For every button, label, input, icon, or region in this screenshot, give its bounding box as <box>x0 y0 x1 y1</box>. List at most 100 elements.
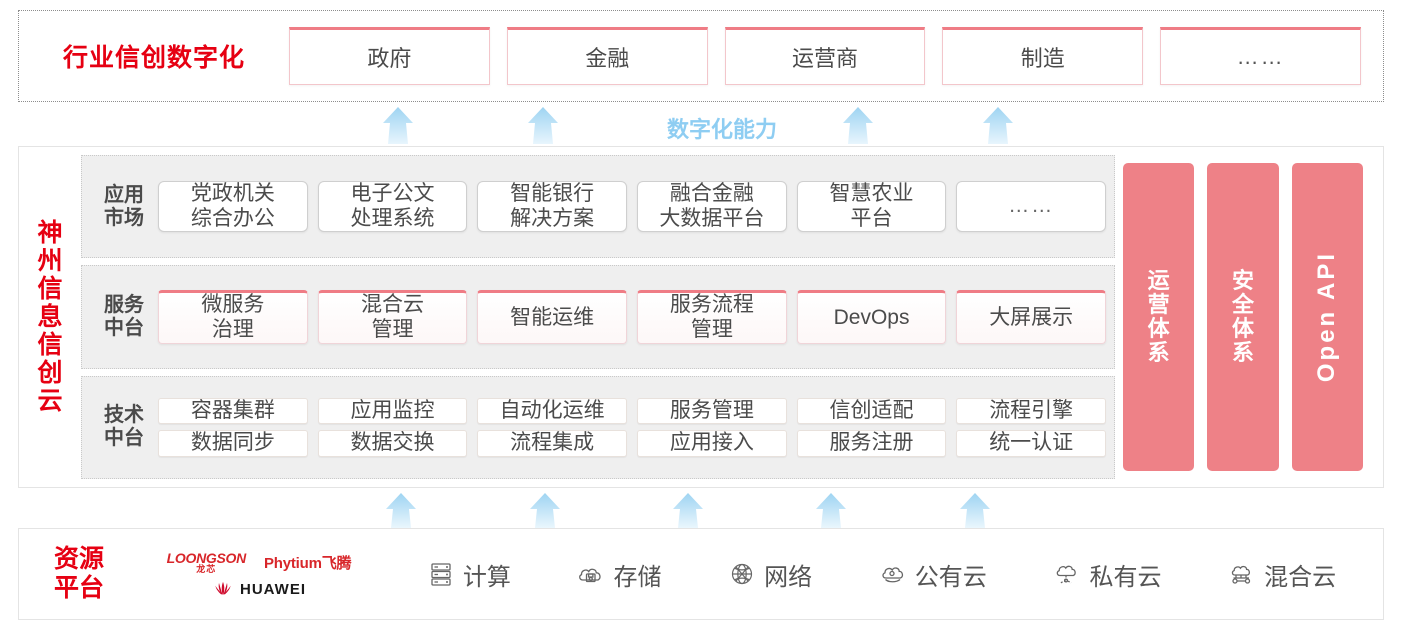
tech-card-row-1: 容器集群 应用监控 自动化运维 服务管理 信创适配 流程引擎 <box>158 397 1107 425</box>
network-globe-icon <box>727 559 757 589</box>
tech-card-row-2: 数据同步 数据交换 流程集成 应用接入 服务注册 统一认证 <box>158 430 1107 458</box>
band-service-platform: 服务 中台 微服务 治理 混合云 管 <box>81 265 1115 369</box>
cloud-title-char: 息 <box>37 303 63 331</box>
up-arrow-icon <box>375 106 421 144</box>
hybrid-cloud-icon <box>1227 559 1257 589</box>
tech-card-app-access[interactable]: 应用接入 <box>637 430 787 458</box>
resource-item-compute[interactable]: 计算 <box>426 557 511 592</box>
tech-card-process-integration[interactable]: 流程集成 <box>477 430 628 458</box>
up-arrow-icon <box>975 106 1021 144</box>
app-card-government-office[interactable]: 党政机关 综合办公 <box>158 180 308 233</box>
phytium-logo: Phytium飞腾 <box>263 554 352 572</box>
up-arrow-icon <box>665 490 711 528</box>
private-cloud-icon <box>1052 559 1082 589</box>
tech-card-xinchuang-adaptation[interactable]: 信创适配 <box>796 397 947 425</box>
cloud-title-char: 创 <box>37 359 63 387</box>
pillar-operations-system[interactable]: 运 营 体 系 <box>1123 163 1195 471</box>
up-arrow-icon <box>522 490 568 528</box>
huawei-logo: HUAWEI <box>212 581 306 598</box>
band-technology-platform: 技术 中台 容器集群 应用监控 自动化运维 服务管理 信创适配 流程引擎 <box>81 375 1115 479</box>
technology-platform-cards: 容器集群 应用监控 自动化运维 服务管理 信创适配 流程引擎 数据同步 数据交换… <box>158 397 1107 458</box>
industry-card-telecom[interactable]: 运营商 <box>724 27 926 85</box>
industry-card-more[interactable]: …… <box>1160 27 1361 85</box>
resource-item-list: 计算 存储 <box>379 557 1383 592</box>
resource-item-label: 网络 <box>764 563 813 591</box>
industry-band: 行业信创数字化 政府 金融 运营商 制造 …… <box>18 10 1384 102</box>
band-label-application-market: 应用 市场 <box>104 183 144 229</box>
svc-card-bigscreen-display[interactable]: 大屏展示 <box>956 290 1107 344</box>
pillar-open-api-label: Open API <box>1313 251 1341 383</box>
industry-band-title: 行业信创数字化 <box>62 44 245 72</box>
svc-card-hybrid-cloud-mgmt[interactable]: 混合云 管理 <box>317 290 468 344</box>
tech-card-process-engine[interactable]: 流程引擎 <box>956 397 1107 425</box>
server-rack-icon <box>426 559 456 589</box>
cloud-title-char: 云 <box>37 387 63 415</box>
up-arrow-icon <box>808 490 854 528</box>
cloud-platform-panel: 神 州 信 息 信 创 云 应用 市场 党政机关 <box>18 146 1384 488</box>
app-card-smart-bank[interactable]: 智能银行 解决方案 <box>477 180 628 233</box>
resource-item-label: 私有云 <box>1089 563 1162 591</box>
svc-card-service-process-mgmt[interactable]: 服务流程 管理 <box>637 290 787 344</box>
upward-arrows-resource <box>0 488 1402 528</box>
cross-cutting-pillars: 运 营 体 系 安 全 体 系 Open API <box>1115 155 1373 479</box>
svc-card-smart-ops[interactable]: 智能运维 <box>477 290 628 344</box>
app-card-more[interactable]: …… <box>956 180 1107 233</box>
cloud-band-list: 应用 市场 党政机关 综合办公 电子公文 <box>81 155 1115 479</box>
svc-card-devops[interactable]: DevOps <box>796 290 947 344</box>
resource-item-label: 混合云 <box>1264 563 1337 591</box>
resource-item-label: 计算 <box>462 563 511 591</box>
up-arrow-icon <box>952 490 998 528</box>
pillar-security-label: 安 全 体 系 <box>1231 267 1254 366</box>
svc-card-microservice-governance[interactable]: 微服务 治理 <box>158 290 308 344</box>
tech-card-data-exchange[interactable]: 数据交换 <box>317 430 468 458</box>
app-card-finance-bigdata[interactable]: 融合金融 大数据平台 <box>637 180 787 233</box>
service-platform-cards: 微服务 治理 混合云 管理 智能运维 <box>158 290 1107 344</box>
application-market-cards: 党政机关 综合办公 电子公文 处理系统 智能银行 <box>158 180 1107 233</box>
pillar-open-api[interactable]: Open API <box>1291 163 1363 471</box>
industry-card-manufacturing[interactable]: 制造 <box>942 27 1144 85</box>
app-card-smart-agriculture[interactable]: 智慧农业 平台 <box>796 180 947 233</box>
tech-card-unified-auth[interactable]: 统一认证 <box>956 430 1107 458</box>
tech-card-app-monitoring[interactable]: 应用监控 <box>317 397 468 425</box>
industry-card-government[interactable]: 政府 <box>289 27 490 85</box>
up-arrow-icon <box>835 106 881 144</box>
vendor-logo-row-1: LOONGSON 龙芯 Phytium飞腾 <box>167 551 352 574</box>
loongson-logo: LOONGSON 龙芯 <box>166 549 247 574</box>
cloud-title-char: 信 <box>37 331 63 359</box>
resource-item-storage[interactable]: 存储 <box>576 557 661 592</box>
resource-platform-title: 资源 平台 <box>53 545 104 602</box>
tech-card-container-cluster[interactable]: 容器集群 <box>158 397 308 425</box>
tech-card-data-sync[interactable]: 数据同步 <box>158 430 308 458</box>
band-label-technology-platform: 技术 中台 <box>104 404 144 450</box>
huawei-flower-icon <box>212 581 234 597</box>
resource-item-network[interactable]: 网络 <box>727 557 812 592</box>
band-label-service-platform: 服务 中台 <box>104 293 144 339</box>
resource-item-label: 公有云 <box>914 563 987 591</box>
tech-card-service-registry[interactable]: 服务注册 <box>796 430 947 458</box>
industry-card-finance[interactable]: 金融 <box>506 27 708 85</box>
cloud-platform-body: 应用 市场 党政机关 综合办公 电子公文 <box>81 147 1383 487</box>
pillar-operations-label: 运 营 体 系 <box>1147 267 1170 366</box>
cloud-storage-icon <box>576 559 606 589</box>
cloud-title-char: 信 <box>37 275 63 303</box>
band-application-market: 应用 市场 党政机关 综合办公 电子公文 <box>81 155 1115 259</box>
resource-platform-panel: 资源 平台 LOONGSON 龙芯 Phytium飞腾 <box>18 528 1384 620</box>
upward-arrows-capability: 数字化能力 <box>0 104 1402 144</box>
resource-item-public-cloud[interactable]: 公有云 <box>878 557 987 592</box>
cloud-platform-title: 神 州 信 息 信 创 云 <box>19 147 81 487</box>
public-cloud-icon <box>878 559 908 589</box>
cloud-title-char: 神 <box>37 219 63 247</box>
resource-item-label: 存储 <box>613 563 662 591</box>
pillar-security-system[interactable]: 安 全 体 系 <box>1207 163 1279 471</box>
tech-card-service-mgmt[interactable]: 服务管理 <box>637 397 787 425</box>
vendor-logo-group: LOONGSON 龙芯 Phytium飞腾 <box>139 551 379 598</box>
tech-card-automated-ops[interactable]: 自动化运维 <box>477 397 628 425</box>
industry-card-list: 政府 金融 运营商 制造 …… <box>289 27 1383 85</box>
resource-item-hybrid-cloud[interactable]: 混合云 <box>1227 557 1336 592</box>
app-card-edoc-system[interactable]: 电子公文 处理系统 <box>317 180 468 233</box>
cloud-title-char: 州 <box>37 247 63 275</box>
up-arrow-icon <box>378 490 424 528</box>
resource-item-private-cloud[interactable]: 私有云 <box>1052 557 1161 592</box>
up-arrow-icon <box>520 106 566 144</box>
